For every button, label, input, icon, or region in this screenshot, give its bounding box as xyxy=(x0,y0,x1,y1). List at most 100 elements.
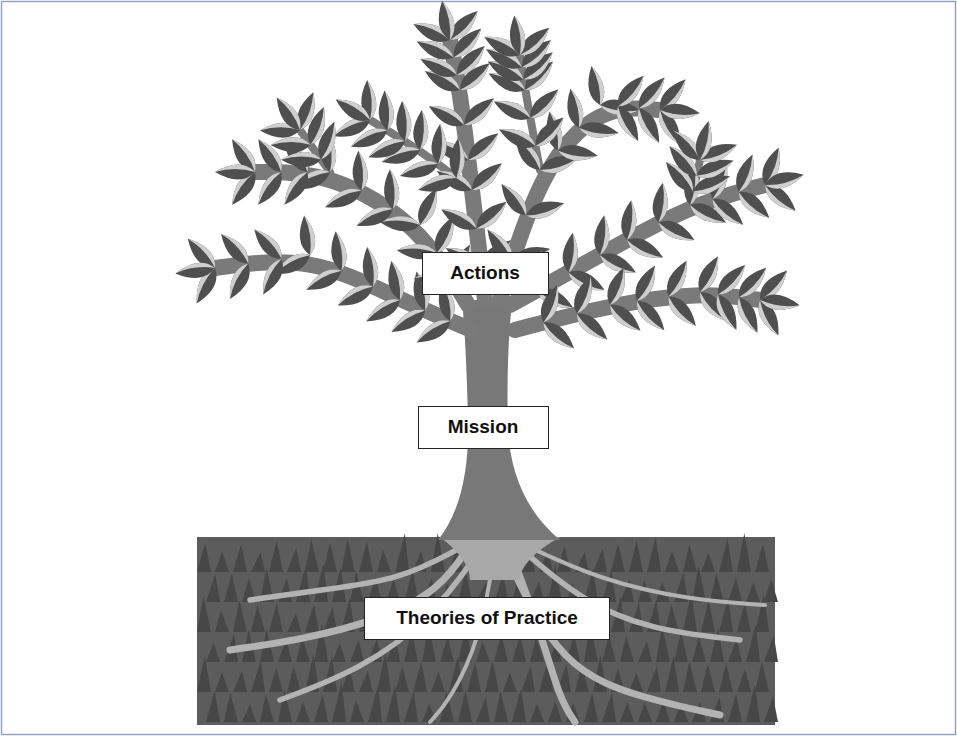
leaf-light xyxy=(732,297,757,336)
leaf-dark xyxy=(384,259,407,301)
tree-leaf xyxy=(524,196,567,223)
leaf-dark xyxy=(382,169,400,210)
tree-leaf xyxy=(435,0,458,41)
grass-spike xyxy=(719,663,733,692)
tree-leaf xyxy=(303,264,345,296)
leaf-light xyxy=(659,110,699,121)
leaf-light xyxy=(739,154,760,194)
leaf-light xyxy=(633,108,660,146)
leaf-light xyxy=(610,267,631,307)
leaf-light xyxy=(530,89,563,123)
tree-leaf xyxy=(281,152,321,167)
tree-leaf xyxy=(278,168,313,209)
tree-leaf xyxy=(496,179,532,220)
tree-leaf xyxy=(249,224,287,264)
tree-leaf xyxy=(763,167,806,192)
leaf-light xyxy=(569,233,581,274)
leaf-dark xyxy=(303,264,345,296)
grass-spike xyxy=(719,539,733,572)
grass-spike xyxy=(548,701,562,722)
leaf-light xyxy=(572,314,607,346)
leaf-light xyxy=(450,11,483,45)
tree-leaf xyxy=(663,291,701,330)
tree-leaf xyxy=(257,255,289,297)
grass-spike xyxy=(296,702,310,722)
label-box: Theories of Practice xyxy=(364,597,610,640)
tree-leaf xyxy=(215,165,255,180)
grass-spike xyxy=(755,661,769,692)
leaf-light xyxy=(353,202,393,225)
tree-leaf xyxy=(693,119,716,161)
tree-leaf xyxy=(593,214,612,255)
leaf-light xyxy=(578,128,619,141)
leaf-light xyxy=(391,259,407,300)
leaf-dark xyxy=(732,152,760,195)
leaf-light xyxy=(627,200,639,241)
grass-spike xyxy=(206,691,220,722)
tree-leaf xyxy=(431,124,448,165)
leaf-light xyxy=(765,175,806,193)
grass-spike xyxy=(494,691,508,722)
tree-leaf xyxy=(459,93,499,131)
grass-spike xyxy=(359,671,373,692)
leaf-dark xyxy=(334,280,376,312)
grass-spike xyxy=(710,628,724,662)
leaf-light xyxy=(334,280,373,306)
leaf-dark xyxy=(281,152,321,167)
leaf-dark xyxy=(524,196,567,223)
leaf-dark xyxy=(603,265,631,308)
leaf-dark xyxy=(216,229,254,269)
tree-leaf xyxy=(578,120,620,140)
leaf-light xyxy=(257,255,282,294)
tree-leaf xyxy=(711,291,743,333)
ground-texture xyxy=(197,533,778,722)
leaf-light xyxy=(514,14,527,55)
leaf-dark xyxy=(561,232,580,273)
tree-leaf xyxy=(438,203,480,235)
grass-spike xyxy=(746,684,760,722)
tree-leaf xyxy=(530,112,569,151)
tree-leaf xyxy=(334,280,376,312)
leaf-dark xyxy=(632,296,670,335)
tree-leaf xyxy=(382,169,400,210)
leaf-light xyxy=(281,152,321,160)
leaf-dark xyxy=(662,257,693,299)
leaf-dark xyxy=(223,260,255,302)
leaf-light xyxy=(570,87,586,128)
leaf-dark xyxy=(328,230,349,272)
leaf-light xyxy=(223,260,248,299)
leaf-light xyxy=(624,240,663,264)
leaf-dark xyxy=(570,274,598,317)
tree-leaf xyxy=(270,137,310,152)
leaf-light xyxy=(759,300,800,313)
leaf-dark xyxy=(297,214,318,256)
grass-spike xyxy=(746,583,760,602)
tree-leaf xyxy=(328,230,349,272)
tree-leaf xyxy=(491,95,534,125)
leaf-light xyxy=(304,214,317,255)
grass-spike xyxy=(431,671,445,692)
tree-leaf xyxy=(472,196,512,234)
leaf-dark xyxy=(425,100,467,132)
grass-spike xyxy=(305,604,319,632)
tree-leaf xyxy=(624,233,667,264)
grass-spike xyxy=(215,551,229,572)
leaf-dark xyxy=(584,64,607,106)
tree-leaf xyxy=(496,123,539,153)
tree-leaf xyxy=(759,293,801,313)
grass-spike xyxy=(620,702,634,722)
grass-spike xyxy=(197,543,211,572)
leaf-light xyxy=(520,28,554,61)
leaf-light xyxy=(441,203,480,229)
grass-spike xyxy=(728,578,742,602)
leaf-light xyxy=(632,301,665,335)
grass-spike xyxy=(755,595,769,632)
grass-spike xyxy=(269,668,283,692)
leaf-light xyxy=(278,168,307,205)
grass-spike xyxy=(710,573,724,602)
leaf-light xyxy=(697,160,737,182)
leaf-light xyxy=(277,93,306,130)
leaf-dark xyxy=(525,84,564,123)
grass-spike xyxy=(737,603,751,632)
